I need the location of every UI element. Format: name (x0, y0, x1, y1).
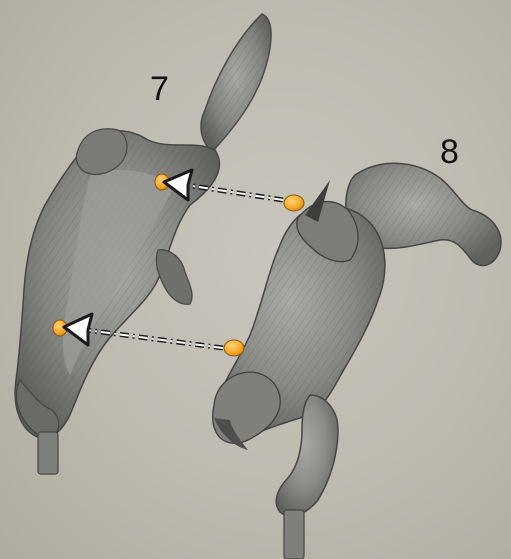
step-number-8: 8 (440, 135, 459, 169)
part-8-upper-peg (284, 195, 304, 211)
assembly-arrow-icon (64, 314, 223, 348)
part-7-front-leg (156, 250, 192, 305)
assembly-arrow-icon (164, 170, 283, 200)
part-8-base-pin (284, 510, 304, 559)
part-8-wolf-right-half (213, 163, 501, 559)
step-number-7: 7 (150, 72, 169, 106)
part-7-base-pin (38, 432, 58, 474)
part-8-lower-peg (224, 340, 244, 356)
